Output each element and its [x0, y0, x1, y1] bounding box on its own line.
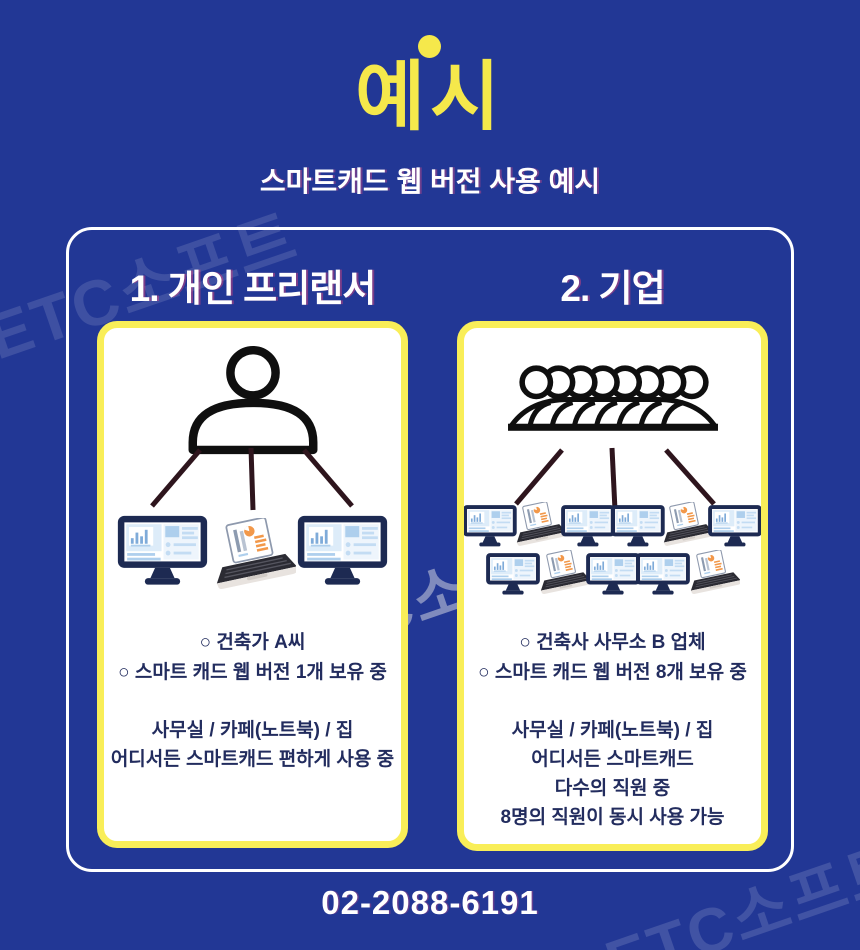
group-people-icon: [507, 365, 718, 431]
connector-lines: [514, 447, 716, 511]
bullet-line: ○ 스마트 캐드 웹 버전 8개 보유 중: [478, 662, 747, 683]
monitor-icon: [560, 504, 616, 548]
laptop-icon: [512, 502, 566, 547]
description-line: 다수의 직원 중: [554, 778, 671, 799]
bullet-line: ○ 건축사 사무소 B 업체: [519, 632, 706, 653]
section-heading-freelancer: 1. 개인 프리랜서: [129, 268, 377, 309]
monitor-icon: [462, 504, 518, 548]
card-description: 사무실 / 카페(노트북) / 집 어디서든 스마트캐드 편하게 사용 중: [104, 716, 401, 774]
monitor-icon: [485, 552, 541, 596]
devices-area: [464, 504, 761, 630]
bullet-line: ○ 건축가 A씨: [199, 632, 306, 653]
devices-row: [488, 552, 737, 596]
card-bullets: ○ 건축가 A씨 ○ 스마트 캐드 웹 버전 1개 보유 중: [104, 628, 401, 688]
laptop-icon: [659, 502, 713, 547]
card-bullets: ○ 건축사 사무소 B 업체 ○ 스마트 캐드 웹 버전 8개 보유 중: [464, 628, 761, 688]
monitor-icon: [585, 552, 641, 596]
description-line: 사무실 / 카페(노트북) / 집: [511, 720, 714, 741]
phone-number: 02-2088-6191: [321, 884, 539, 921]
single-person-icon: [188, 345, 317, 455]
monitor-icon: [707, 504, 763, 548]
description-line: 어디서든 스마트캐드: [531, 749, 694, 770]
monitor-icon: [116, 514, 209, 587]
content-panel: 1. 개인 프리랜서 2. 기업 ○ 건축가 A씨 ○ 스마트 캐드 웹 버전 …: [66, 227, 794, 872]
section-heading-company: 2. 기업: [560, 268, 665, 309]
laptop-icon: [686, 550, 740, 595]
page-subtitle: 스마트캐드 웹 버전 사용 예시: [259, 166, 601, 197]
card-description: 사무실 / 카페(노트북) / 집 어디서든 스마트캐드 다수의 직원 중 8명…: [464, 716, 761, 832]
connector-lines: [150, 447, 354, 511]
description-line: 8명의 직원이 동시 사용 가능: [500, 807, 725, 828]
bullet-line: ○ 스마트 캐드 웹 버전 1개 보유 중: [118, 662, 387, 683]
laptop-icon: [209, 518, 296, 591]
devices-row: [104, 514, 401, 591]
company-card: ○ 건축사 사무소 B 업체 ○ 스마트 캐드 웹 버전 8개 보유 중 사무실…: [457, 321, 768, 851]
monitor-icon: [635, 552, 691, 596]
laptop-icon: [536, 550, 590, 595]
freelancer-card: ○ 건축가 A씨 ○ 스마트 캐드 웹 버전 1개 보유 중 사무실 / 카페(…: [97, 321, 408, 848]
monitor-icon: [296, 514, 389, 587]
description-line: 어디서든 스마트캐드 편하게 사용 중: [110, 749, 395, 770]
page-title: 예시: [355, 55, 505, 140]
devices-row: [465, 504, 760, 548]
pixel-dot-icon: [418, 35, 441, 58]
description-line: 사무실 / 카페(노트북) / 집: [151, 720, 354, 741]
monitor-icon: [610, 504, 666, 548]
